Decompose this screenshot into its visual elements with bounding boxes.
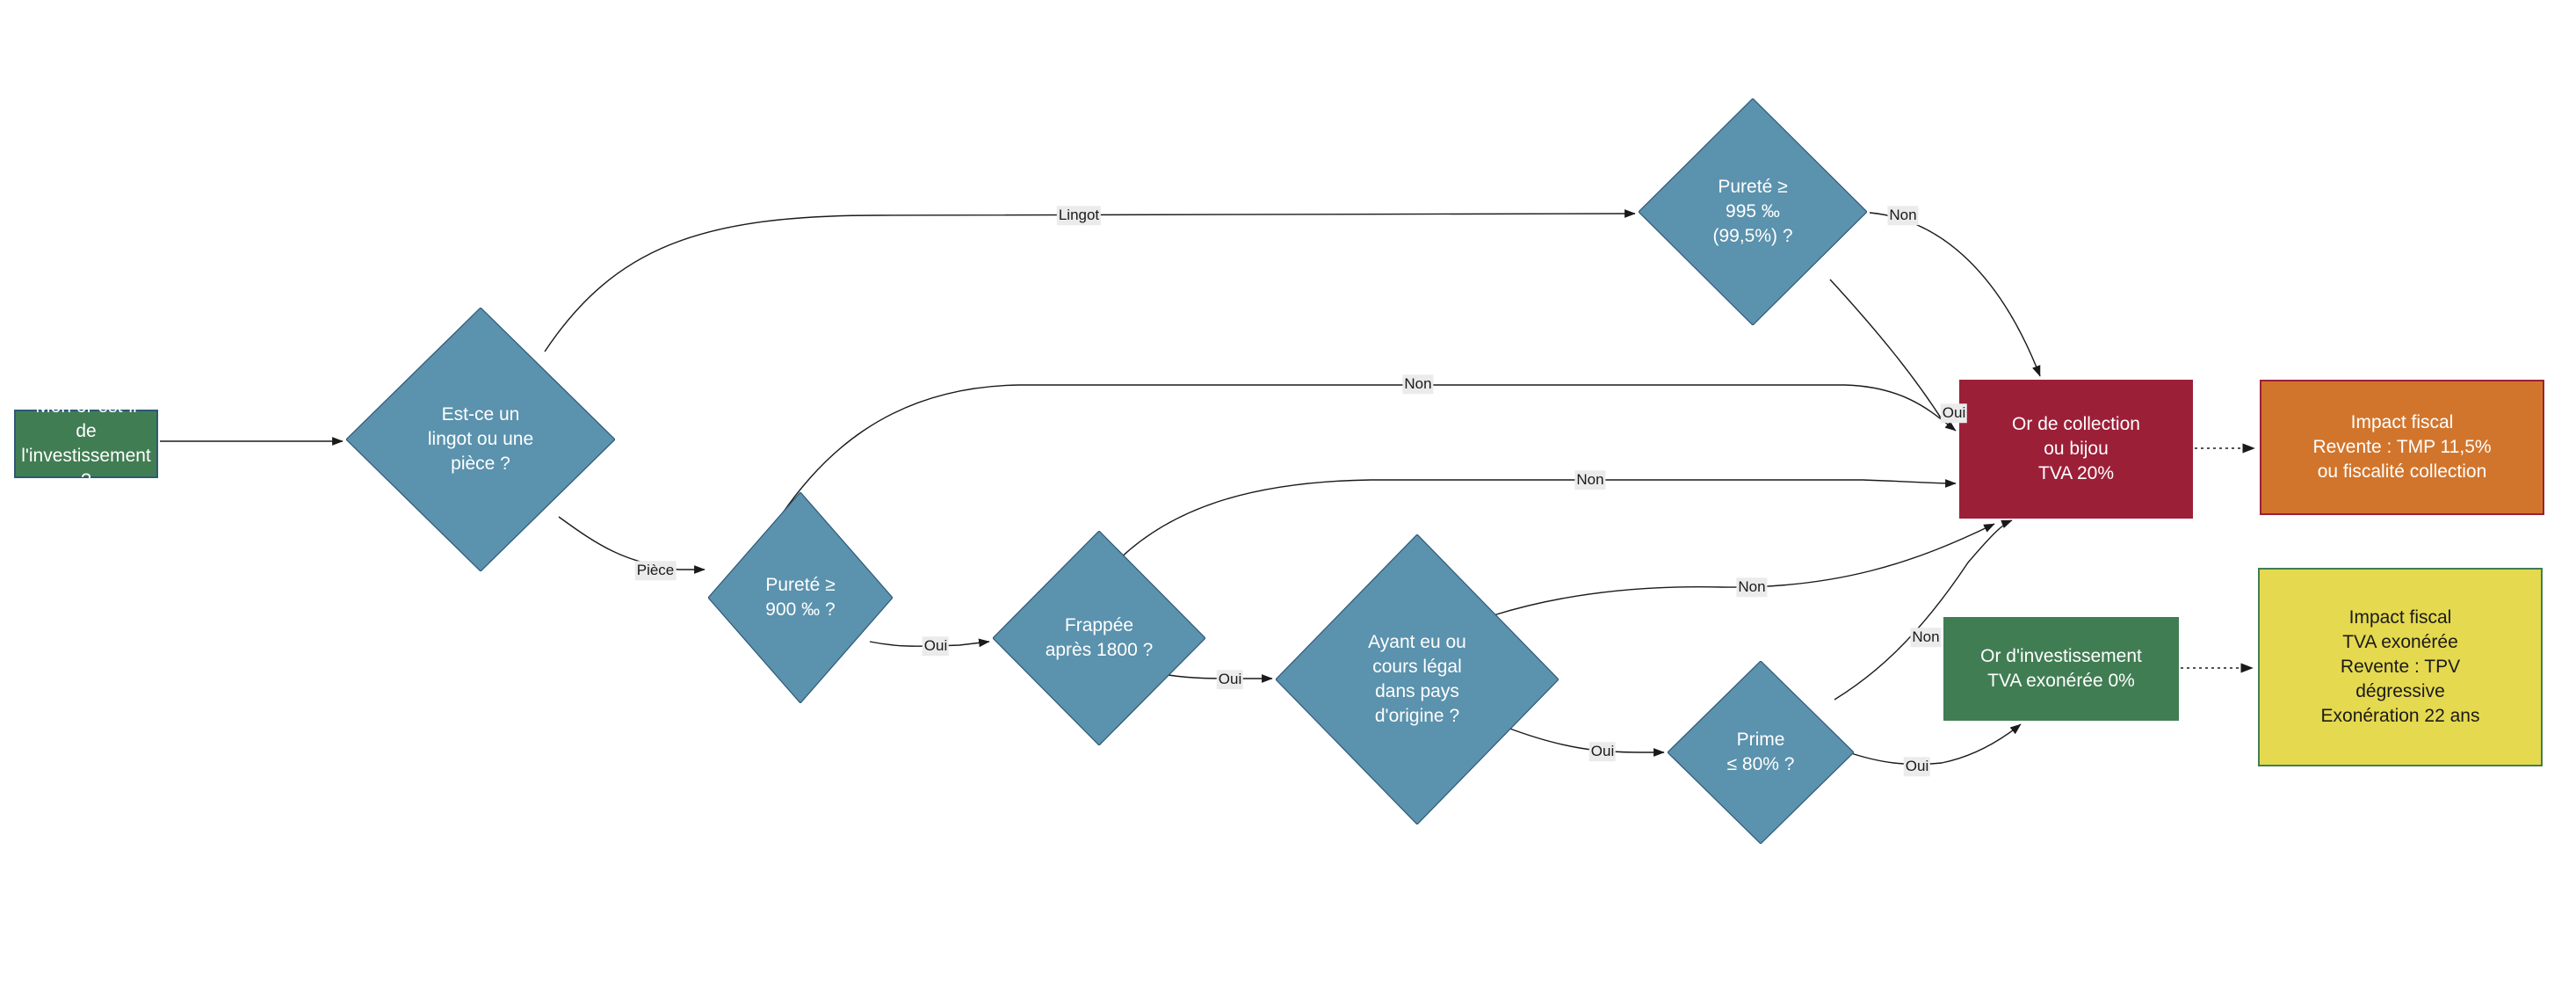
edge-purete995-non	[1869, 212, 2041, 377]
edge-prime-non	[1834, 519, 2013, 701]
edge-purete900-non	[769, 384, 1957, 534]
diamond-shape	[1639, 98, 1867, 325]
edge-purete995-oui-label: Oui	[1940, 403, 1968, 423]
edge-purete995-oui	[1829, 279, 1944, 423]
edge-cours-legal-oui	[1507, 727, 1665, 757]
decision-prime-80[interactable]: Prime ≤ 80% ?	[1668, 661, 1854, 844]
edge-purete900-non-label: Non	[1402, 374, 1434, 394]
diamond-shape	[1668, 661, 1854, 844]
decision-purete-900-label: Pureté ≥ 900 ‰ ?	[765, 574, 836, 620]
outcome-or-de-collection[interactable]: Or de collection ou bijou TVA 20%	[1959, 380, 2193, 519]
decision-frappee-apres-1800-label: Frappée après 1800 ?	[1045, 614, 1154, 660]
edge-purete900-oui	[869, 638, 990, 648]
edge-cours-legal-non	[1493, 523, 1995, 616]
edge-frappee-non-label: Non	[1574, 470, 1606, 490]
outcome-or-investissement-label: Or d'investissement TVA exonérée 0%	[1980, 645, 2142, 691]
outcome-or-de-collection-label: Or de collection ou bijou TVA 20%	[2012, 413, 2140, 484]
diamond-shape	[708, 492, 893, 703]
edge-piece-label: Pièce	[634, 561, 677, 580]
decision-prime-80-label: Prime ≤ 80% ?	[1726, 729, 1795, 774]
decision-cours-legal[interactable]: Ayant eu ou cours légal dans pays d'orig…	[1276, 534, 1559, 824]
edge-frappee-oui-label: Oui	[1216, 670, 1244, 689]
edge-purete900-oui-label: Oui	[922, 636, 950, 656]
diamond-shape	[993, 531, 1205, 745]
edge-cours-legal-non-label: Non	[1736, 577, 1768, 597]
decision-cours-legal-label: Ayant eu ou cours légal dans pays d'orig…	[1368, 631, 1466, 727]
edge-cours-legal-oui-label: Oui	[1588, 742, 1617, 761]
decision-purete-995[interactable]: Pureté ≥ 995 ‰ (99,5%) ?	[1639, 98, 1867, 325]
decision-frappee-apres-1800[interactable]: Frappée après 1800 ?	[993, 531, 1205, 745]
edge-lingot-label: Lingot	[1056, 206, 1102, 225]
start-node-label: Mon or est-il de l'investissement ?	[21, 396, 151, 491]
outcome-or-investissement[interactable]: Or d'investissement TVA exonérée 0%	[1943, 617, 2179, 721]
decision-lingot-ou-piece-label: Est-ce un lingot ou une pièce ?	[427, 403, 534, 475]
start-node[interactable]: Mon or est-il de l'investissement ?	[14, 396, 158, 490]
edge-frappee-non	[1115, 479, 1957, 563]
impact-fiscal-collection-label: Impact fiscal Revente : TMP 11,5% ou fis…	[2312, 411, 2492, 483]
edge-prime-oui-label: Oui	[1903, 757, 1931, 776]
decision-purete-900[interactable]: Pureté ≥ 900 ‰ ?	[708, 492, 893, 703]
edge-prime-non-label: Non	[1910, 628, 1942, 647]
decision-lingot-ou-piece[interactable]: Est-ce un lingot ou une pièce ?	[346, 308, 615, 571]
edge-purete995-non-label: Non	[1887, 206, 1919, 225]
impact-fiscal-investissement-label: Impact fiscal TVA exonérée Revente : TPV…	[2320, 606, 2480, 727]
edge-lingot	[544, 209, 1636, 352]
edge-prime-oui	[1848, 723, 2022, 766]
decision-purete-995-label: Pureté ≥ 995 ‰ (99,5%) ?	[1712, 176, 1793, 247]
impact-fiscal-investissement[interactable]: Impact fiscal TVA exonérée Revente : TPV…	[2258, 568, 2543, 766]
diamond-shape	[1276, 534, 1559, 824]
diamond-shape	[346, 308, 615, 571]
impact-fiscal-collection[interactable]: Impact fiscal Revente : TMP 11,5% ou fis…	[2260, 380, 2544, 515]
edge-frappee-oui	[1168, 674, 1273, 683]
